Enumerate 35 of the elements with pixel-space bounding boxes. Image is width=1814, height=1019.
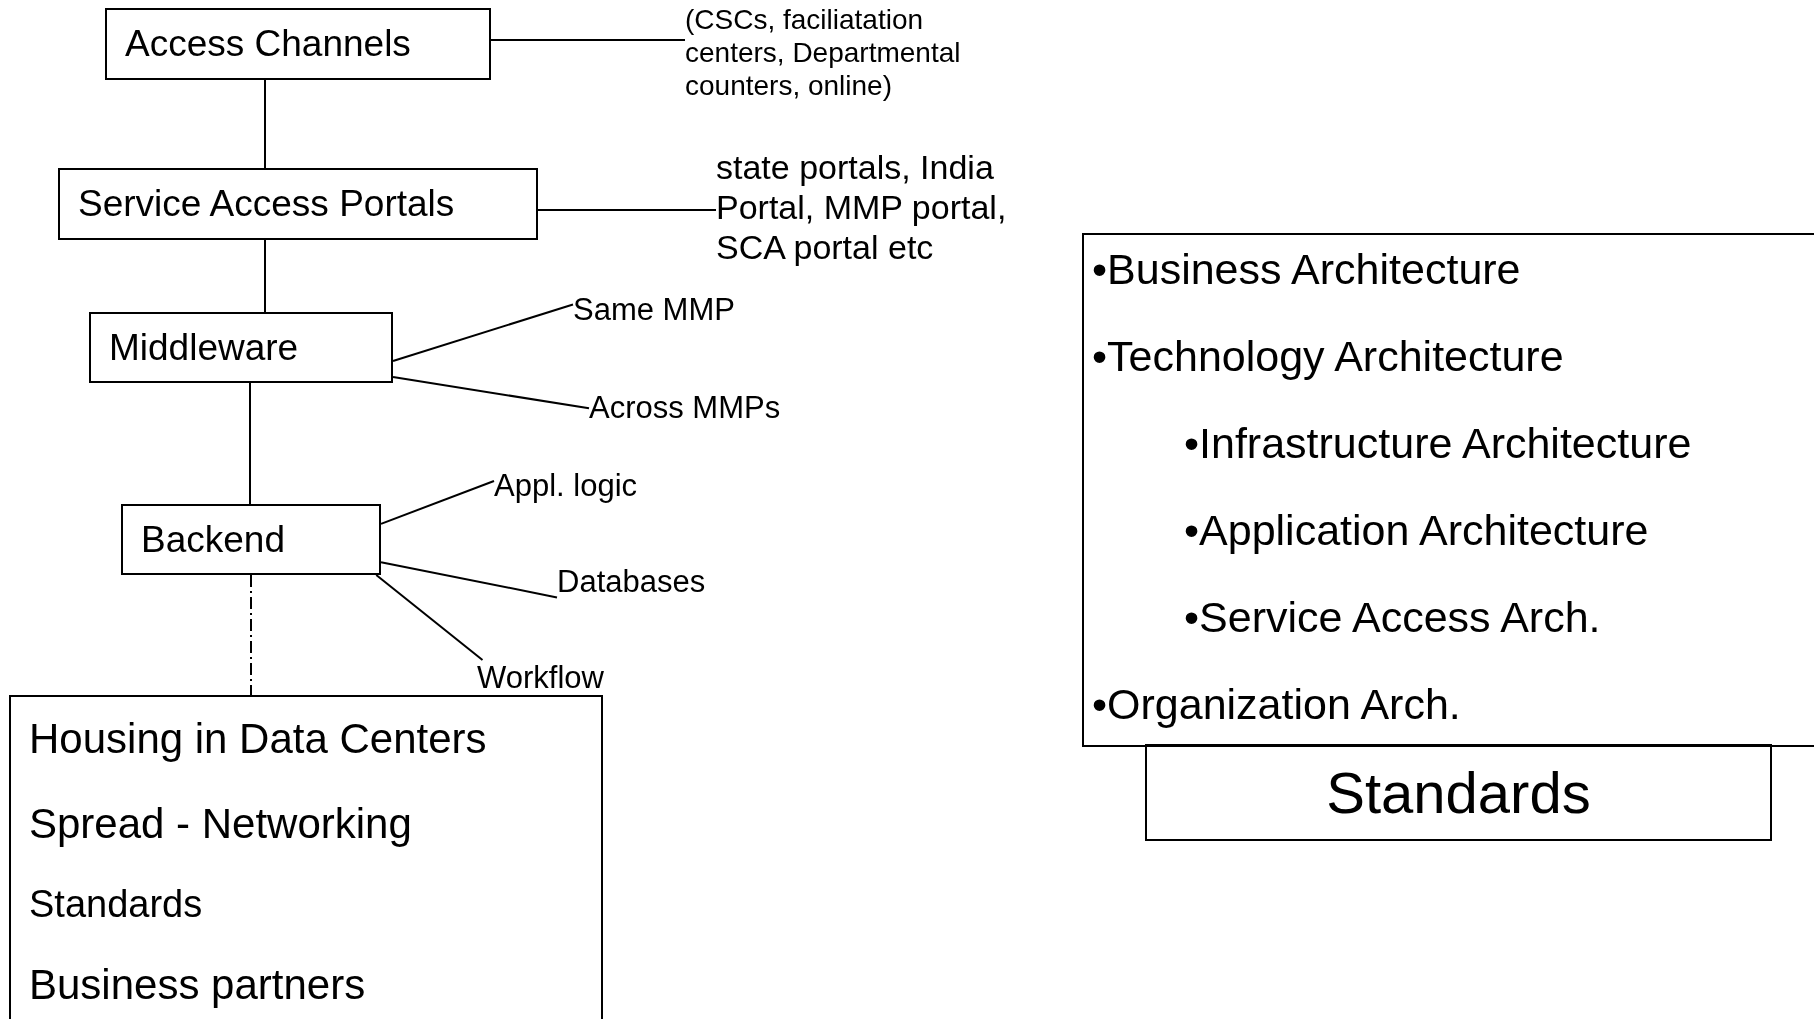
note-text: Databases <box>557 564 757 608</box>
process-box: Backend <box>121 504 381 575</box>
note-text: Across MMPs <box>589 390 839 434</box>
connector-line <box>380 561 558 599</box>
list-item: Standards <box>29 883 203 927</box>
connector-line <box>264 239 266 313</box>
list-item: Spread - Networking <box>29 800 412 849</box>
note-text: (CSCs, faciliatation centers, Departmental counters, online) <box>685 4 1015 122</box>
dash-dot-line <box>250 574 252 696</box>
bullet-item: •Application Architecture <box>1184 506 1649 556</box>
connector-line <box>249 382 251 505</box>
connector-line <box>264 79 266 169</box>
process-box: Access Channels <box>105 8 491 80</box>
bullet-item: •Infrastructure Architecture <box>1184 419 1692 469</box>
note-text: Same MMP <box>573 292 783 336</box>
connector-line <box>392 303 574 362</box>
process-box: Service Access Portals <box>58 168 538 240</box>
connector-line <box>392 376 590 410</box>
note-text: state portals, India Portal, MMP portal, SCA portal etc <box>716 148 1046 288</box>
connector-line <box>490 39 686 41</box>
note-text: Appl. logic <box>494 468 694 512</box>
connector-line <box>375 574 484 661</box>
bullet-item: •Business Architecture <box>1092 245 1521 295</box>
connector-line <box>380 480 495 525</box>
bullet-item: •Technology Architecture <box>1092 332 1564 382</box>
list-item: Housing in Data Centers <box>29 715 487 764</box>
process-box: Standards <box>1145 744 1772 841</box>
list-item: Business partners <box>29 961 366 1010</box>
process-box: Middleware <box>89 312 393 383</box>
bullet-list-box <box>1082 233 1814 747</box>
bullet-item: •Service Access Arch. <box>1184 593 1601 643</box>
connector-line <box>537 209 717 211</box>
text-panel <box>9 695 603 1019</box>
note-text: Workflow <box>477 660 657 704</box>
bullet-item: •Organization Arch. <box>1092 680 1461 730</box>
